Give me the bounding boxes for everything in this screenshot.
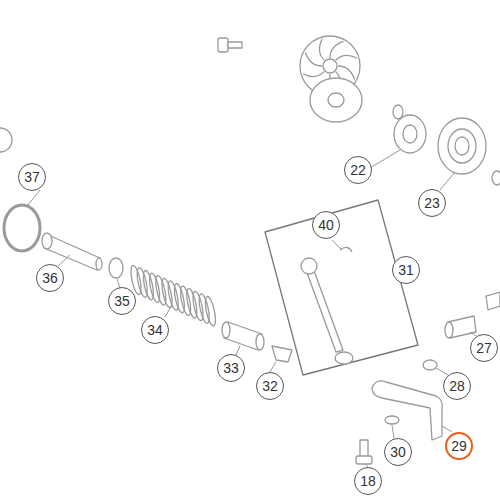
callout-text: 34	[147, 323, 163, 337]
washer	[109, 258, 123, 278]
callout-number: 27	[470, 334, 498, 362]
bearing	[394, 115, 426, 153]
edge-part	[492, 171, 500, 185]
callout-text: 29	[451, 439, 467, 453]
callout-number: 30	[384, 438, 412, 466]
washer	[393, 105, 403, 119]
callout-number: 29	[445, 432, 473, 460]
vane	[330, 41, 343, 58]
bearing	[438, 118, 486, 174]
callout-number: 32	[256, 372, 284, 400]
vane	[303, 72, 324, 77]
callout-text: 33	[223, 361, 239, 375]
callout-number: 40	[312, 211, 340, 239]
o-ring	[4, 205, 40, 251]
callout-text: 28	[449, 379, 465, 393]
coil	[203, 296, 217, 327]
edge-part	[0, 128, 12, 152]
bolt	[218, 38, 242, 52]
callout-text: 31	[398, 263, 414, 277]
leader-lines	[28, 150, 478, 468]
group-frame	[265, 200, 418, 375]
callout-text: 35	[114, 294, 130, 308]
callout-number: 28	[443, 372, 471, 400]
cone	[272, 346, 292, 362]
bolt	[356, 440, 372, 464]
kick-lever	[372, 381, 442, 440]
callout-text: 32	[262, 379, 278, 393]
disc	[310, 78, 362, 122]
callout-text: 37	[24, 170, 40, 184]
washer	[423, 360, 437, 370]
callout-text: 40	[318, 218, 334, 232]
callout-number: 33	[217, 354, 245, 382]
vane	[305, 53, 322, 66]
callout-text: 23	[424, 196, 440, 210]
callout-text: 36	[42, 271, 58, 285]
vane	[336, 55, 357, 60]
callout-text: 27	[476, 341, 492, 355]
vane	[338, 66, 355, 79]
callout-number: 22	[344, 156, 372, 184]
spring	[129, 264, 217, 326]
callout-text: 22	[350, 163, 366, 177]
callout-text: 30	[390, 445, 406, 459]
callout-number: 23	[418, 189, 446, 217]
callout-text: 18	[360, 474, 376, 488]
callout-number: 34	[141, 316, 169, 344]
callout-number: 35	[108, 287, 136, 315]
sleeve	[222, 322, 264, 350]
callout-number: 31	[392, 256, 420, 284]
callout-number: 36	[36, 264, 64, 292]
callout-number: 18	[354, 467, 382, 495]
vane	[319, 39, 324, 60]
connecting-rod	[301, 247, 353, 364]
bushing	[445, 292, 500, 338]
washer	[385, 416, 399, 424]
callout-number: 37	[18, 163, 46, 191]
